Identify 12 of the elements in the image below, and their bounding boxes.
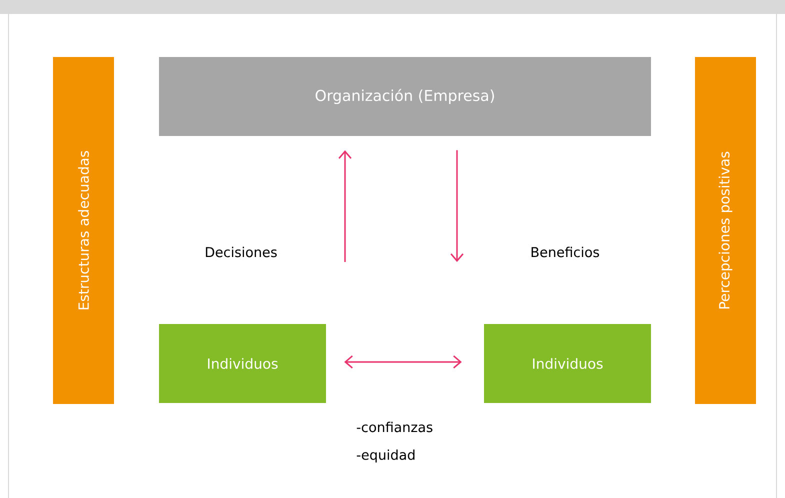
arrow	[344, 355, 462, 369]
label-text: Beneficios	[532, 246, 600, 258]
side-bar: Estructuras adecuadas	[53, 57, 114, 404]
side-bar: Percepciones positivas	[695, 57, 756, 404]
label-text: -equidad	[356, 449, 414, 463]
label-text: Decisiones	[206, 246, 277, 258]
header-box: Organización (Empresa)	[159, 57, 651, 136]
process-box: Individuos	[159, 324, 326, 403]
process-box: Individuos	[484, 324, 651, 403]
arrow	[338, 150, 352, 262]
arrow	[450, 150, 464, 262]
label-text: -confianzas	[356, 422, 432, 432]
